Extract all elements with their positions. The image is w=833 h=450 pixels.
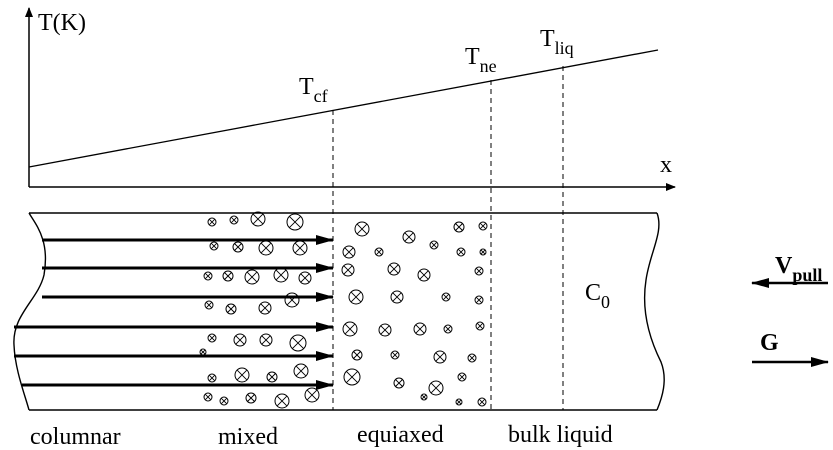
grain-icon: [235, 368, 249, 382]
grain-icon: [429, 381, 443, 395]
grain-icon: [208, 218, 216, 226]
grain-icon: [355, 222, 369, 236]
isotherm-label-ne: Tne: [465, 44, 497, 76]
grain-icon: [294, 364, 308, 378]
pull-velocity-label: Vpull: [775, 253, 822, 285]
grain-icon: [251, 212, 265, 226]
grain-icon: [456, 399, 462, 405]
temperature-profile-line: [29, 50, 658, 167]
grain-icon: [458, 373, 466, 381]
columnar-dendrites: [14, 240, 333, 385]
grain-icon: [223, 271, 233, 281]
grain-icon: [267, 372, 277, 382]
grain-icon: [379, 324, 391, 336]
grain-icon: [259, 241, 273, 255]
grain-icon: [457, 248, 465, 256]
grain-icon: [403, 231, 415, 243]
grain-icon: [475, 296, 483, 304]
grain-icon: [245, 270, 259, 284]
grain-icon: [475, 267, 483, 275]
grain-icon: [293, 241, 307, 255]
grain-icon: [205, 301, 213, 309]
grain-icon: [210, 242, 218, 250]
grain-icon: [391, 291, 403, 303]
grain-icon: [234, 334, 246, 346]
gradient-indicator: G: [752, 330, 828, 362]
sample-left-break: [14, 213, 46, 410]
zone-label-mixed: mixed: [218, 424, 278, 450]
grain-icon: [274, 268, 288, 282]
grain-icon: [208, 374, 216, 382]
grain-icon: [478, 398, 486, 406]
grain-icon: [204, 393, 212, 401]
grain-icon: [375, 248, 383, 256]
grain-icon: [226, 304, 236, 314]
grain-icon: [343, 246, 355, 258]
grain-icon: [305, 388, 319, 402]
grain-icon: [476, 322, 484, 330]
grain-icon: [352, 350, 362, 360]
pull-velocity-indicator: Vpull: [752, 253, 828, 285]
grain-icon: [454, 222, 464, 232]
grain-icon: [260, 334, 272, 346]
grain-icon: [275, 394, 289, 408]
grain-icon: [421, 394, 427, 400]
grain-icon: [290, 335, 306, 351]
grain-icon: [299, 272, 311, 284]
concentration-label: C0: [585, 280, 610, 312]
grain-icon: [394, 378, 404, 388]
grain-icon: [414, 323, 426, 335]
grain-icon: [391, 351, 399, 359]
isotherm-label-liq: Tliq: [540, 26, 574, 58]
grain-icon: [246, 393, 256, 403]
grain-icon: [285, 293, 299, 307]
grain-icon: [259, 302, 271, 314]
gradient-label: G: [760, 330, 779, 356]
grain-icon: [444, 325, 452, 333]
grain-icon: [442, 293, 450, 301]
grain-icon: [233, 242, 243, 252]
zone-label-columnar: columnar: [30, 424, 121, 450]
grain-icon: [388, 263, 400, 275]
sample: [14, 213, 664, 410]
grain-icon: [343, 322, 357, 336]
zone-labels: columnar mixed equiaxed bulk liquid: [30, 422, 613, 450]
grain-icon: [479, 222, 487, 230]
zone-label-bulk-liquid: bulk liquid: [508, 422, 613, 448]
grain-icon: [287, 214, 303, 230]
grain-icon: [204, 272, 212, 280]
isotherm-lines: [333, 66, 563, 410]
temperature-plot: T(K) x Tcf Tne Tliq: [29, 8, 675, 187]
grain-icon: [220, 397, 228, 405]
grain-icon: [230, 216, 238, 224]
grain-icon: [468, 354, 476, 362]
grain-icon: [480, 249, 486, 255]
isotherm-label-cf: Tcf: [299, 74, 328, 106]
y-axis-label: T(K): [38, 10, 86, 36]
grain-icon: [342, 264, 354, 276]
grain-icon: [434, 351, 446, 363]
grain-icon: [418, 269, 430, 281]
grain-icon: [349, 290, 363, 304]
x-axis-label: x: [660, 152, 672, 178]
zone-label-equiaxed: equiaxed: [357, 422, 444, 448]
grain-icon: [200, 349, 206, 355]
grain-icon: [344, 369, 360, 385]
sample-right-break: [645, 213, 665, 410]
grain-icon: [430, 241, 438, 249]
grain-icon: [208, 334, 216, 342]
